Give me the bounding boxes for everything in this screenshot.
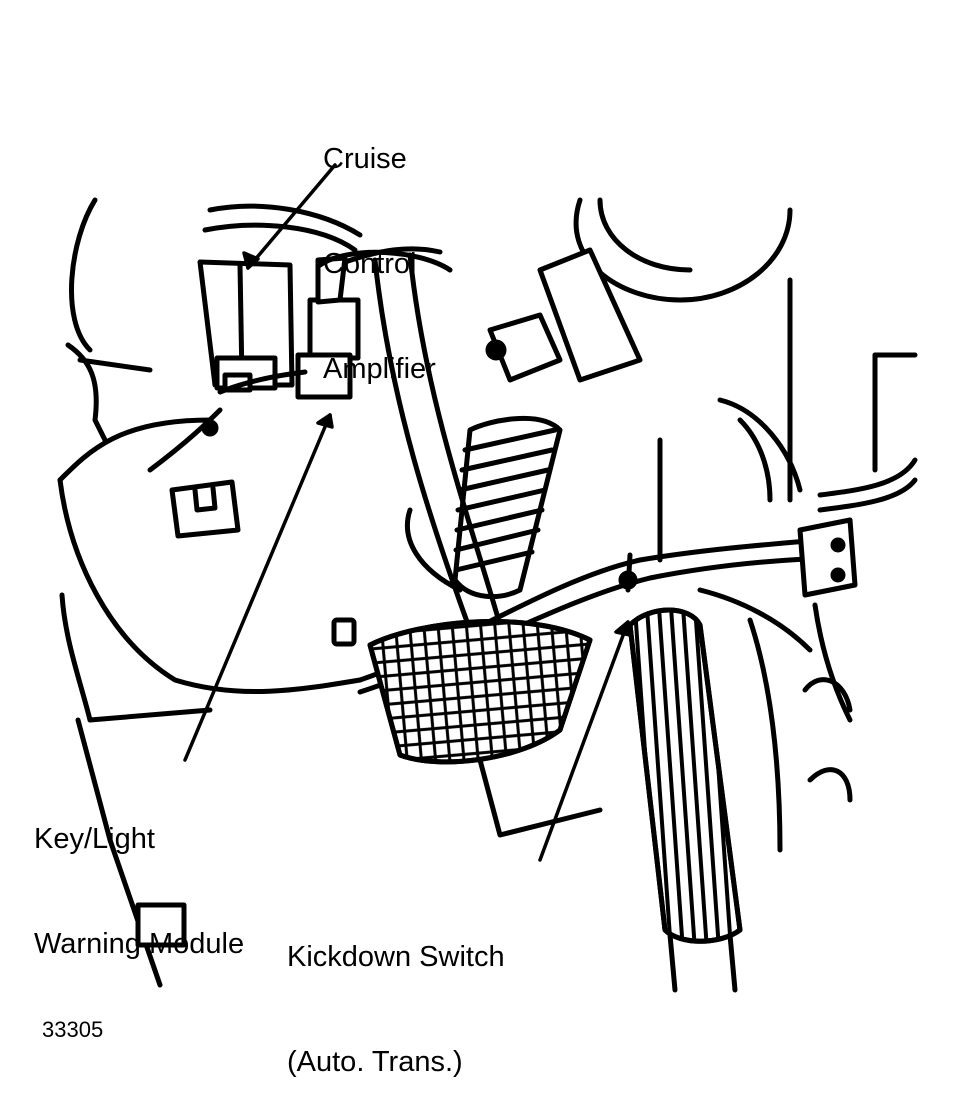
callout-leaders [183,163,632,862]
key-light-warning-module-label: Key/Light Warning Module [34,823,245,960]
leader-warning-module [183,413,332,762]
panel-clip [169,479,241,539]
leader-amplifier [246,163,337,270]
accelerator-pedal [627,607,743,993]
right-bracket [697,517,858,853]
brake-pedal-arm [372,252,503,633]
kickdown-switch-label: Kickdown Switch (Auto. Trans.) [287,941,505,1078]
steering-column [485,197,918,563]
brake-pedal-pad [367,619,603,838]
warning-module-connector [295,246,453,400]
figure-number: 33305 [42,1017,104,1042]
dash-panel [57,197,363,988]
cruise-control-amplifier-label: Cruise Control Amplifier [323,143,436,385]
small-plug [331,617,357,647]
leader-kickdown [538,620,630,862]
brake-pedal-spring [404,416,563,600]
amplifier-box [197,259,295,393]
